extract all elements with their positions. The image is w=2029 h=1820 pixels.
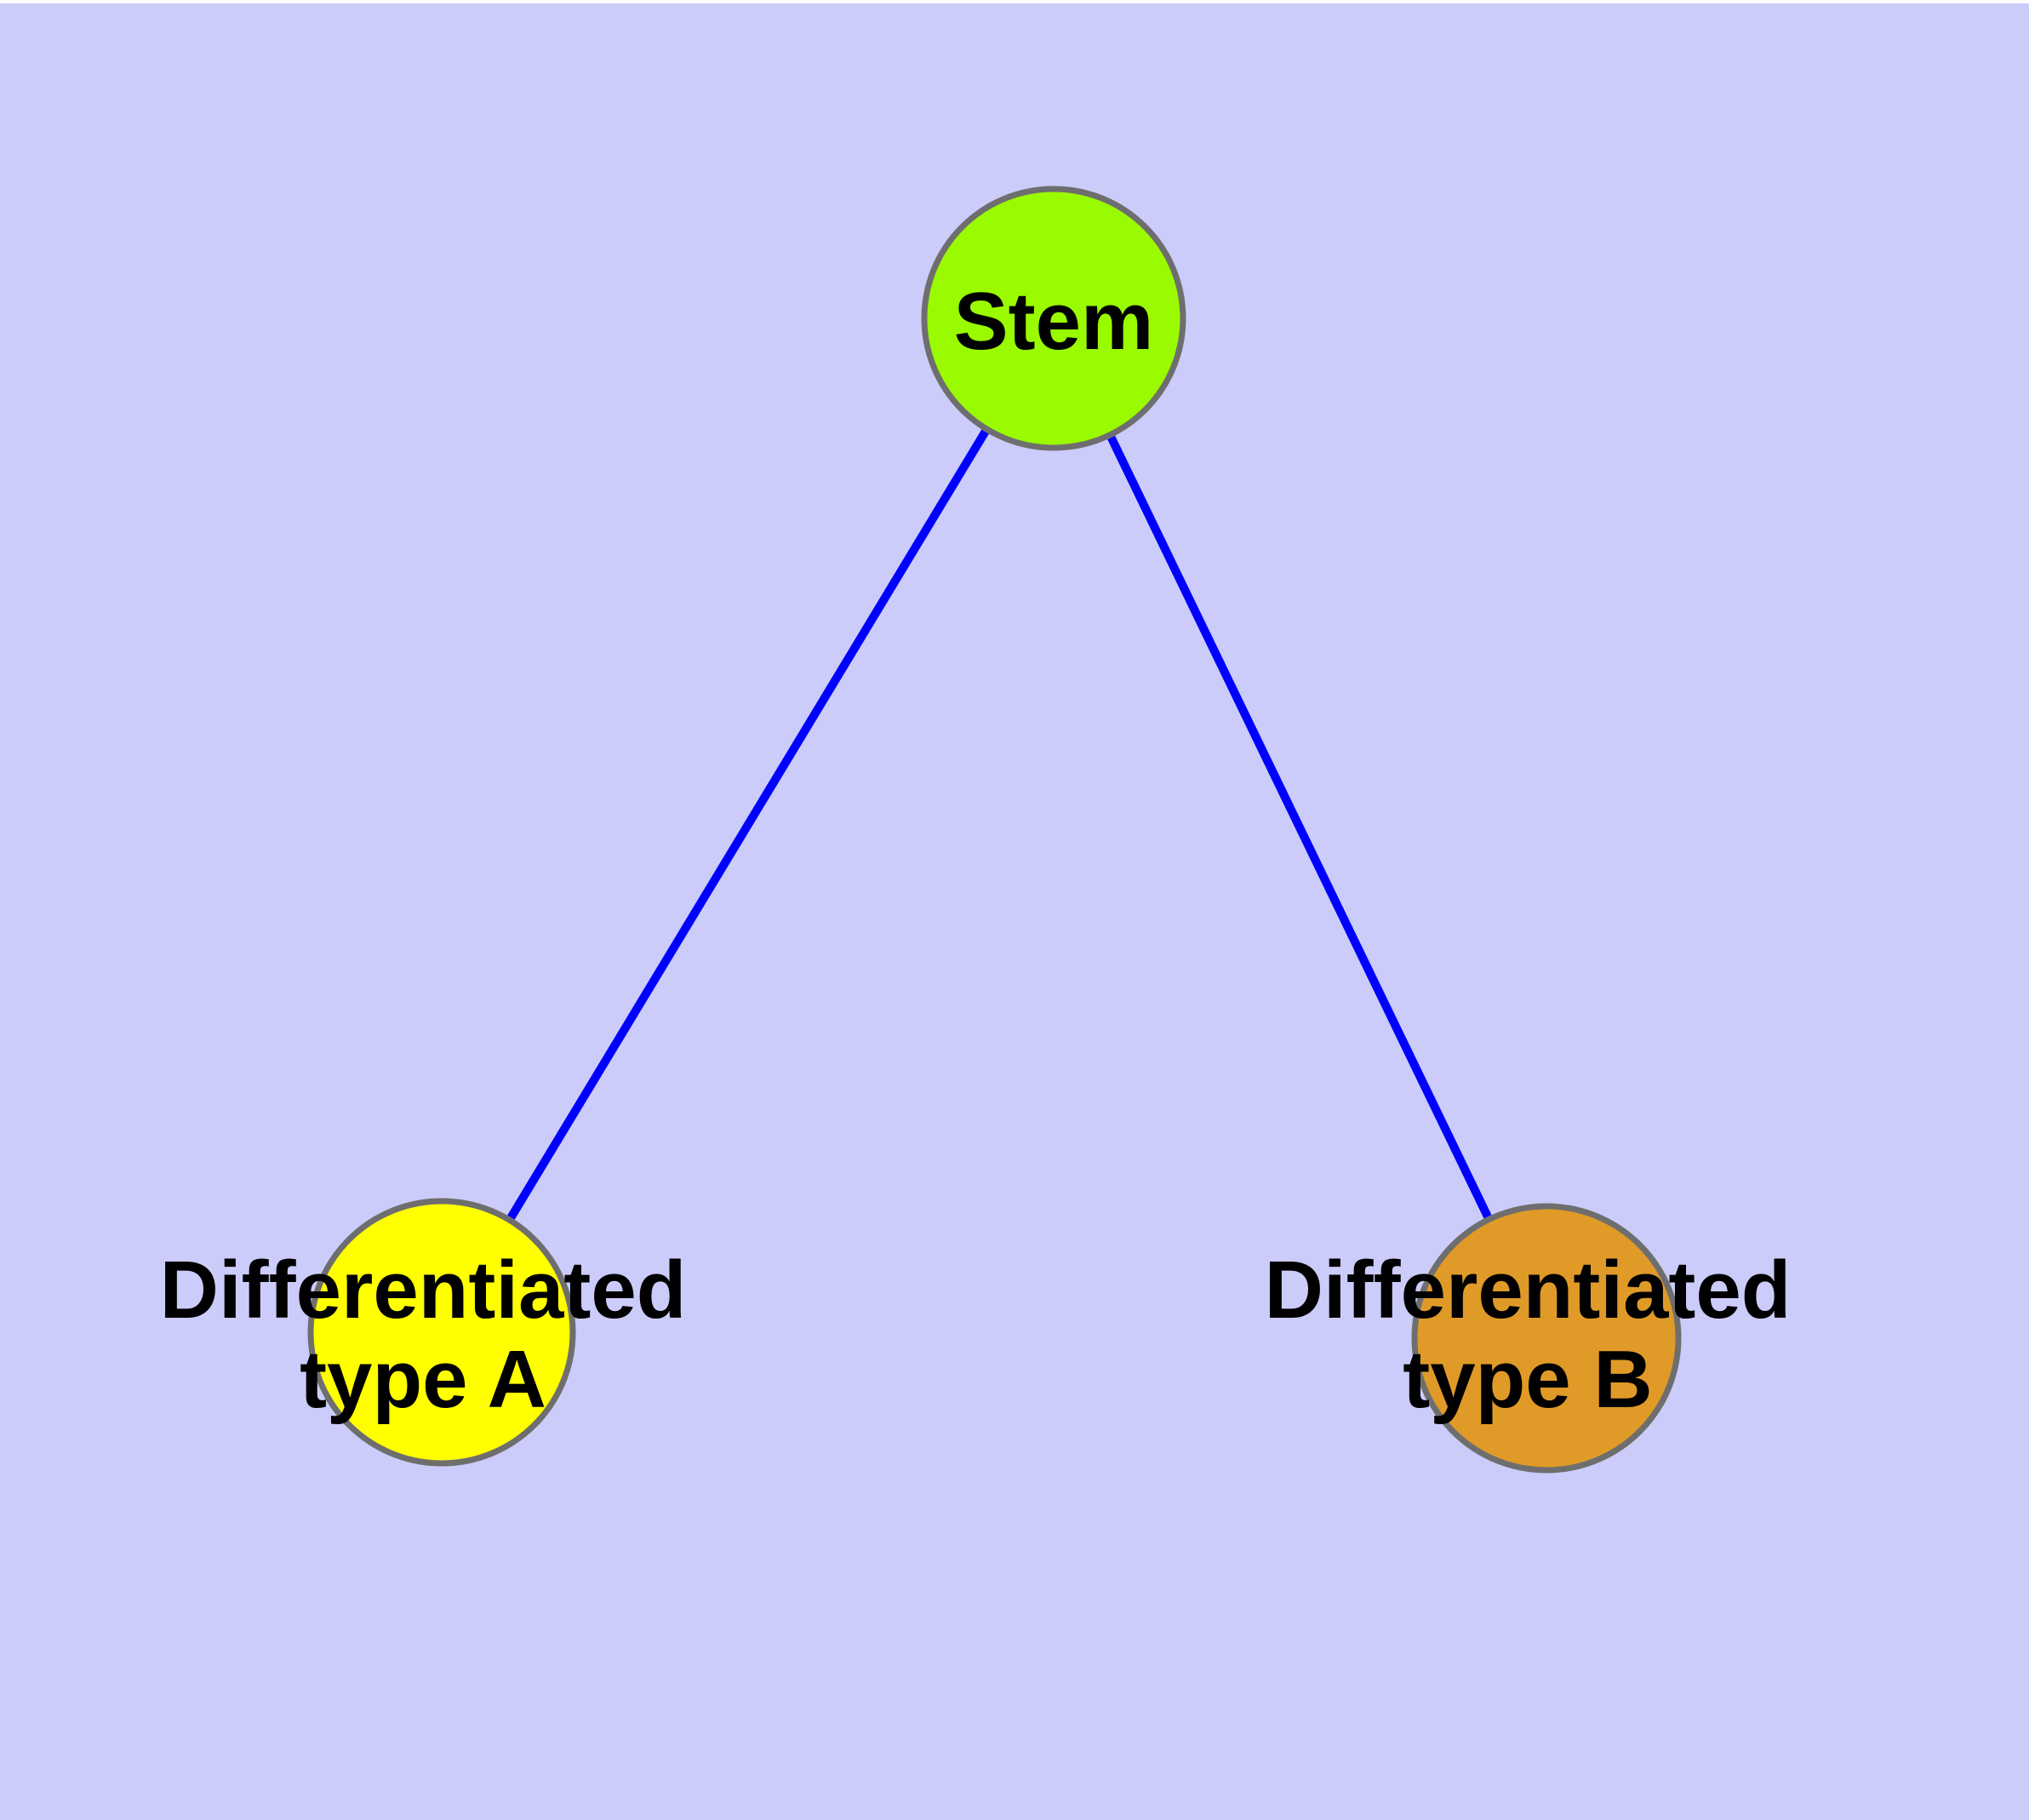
graph-edge-stem-to-a	[507, 429, 989, 1220]
graph-node-label-line: type B	[1403, 1334, 1652, 1425]
edges-layer	[507, 429, 1492, 1220]
graph-node-stem[interactable]	[921, 186, 1186, 451]
graph-node-diff_b[interactable]	[1411, 1203, 1682, 1474]
graph-node-label-line: Differentiated	[1265, 1245, 1792, 1336]
graph-node-label-stem: Stem	[954, 276, 1154, 367]
graph-node-label-line: Stem	[954, 276, 1154, 367]
graph-node-diff_a[interactable]	[307, 1198, 576, 1467]
nodes-layer	[307, 186, 1682, 1474]
graph-edge-stem-to-b	[1107, 435, 1492, 1219]
graph-node-label-line: type A	[300, 1334, 546, 1425]
graph-node-label-line: Differentiated	[160, 1245, 687, 1336]
